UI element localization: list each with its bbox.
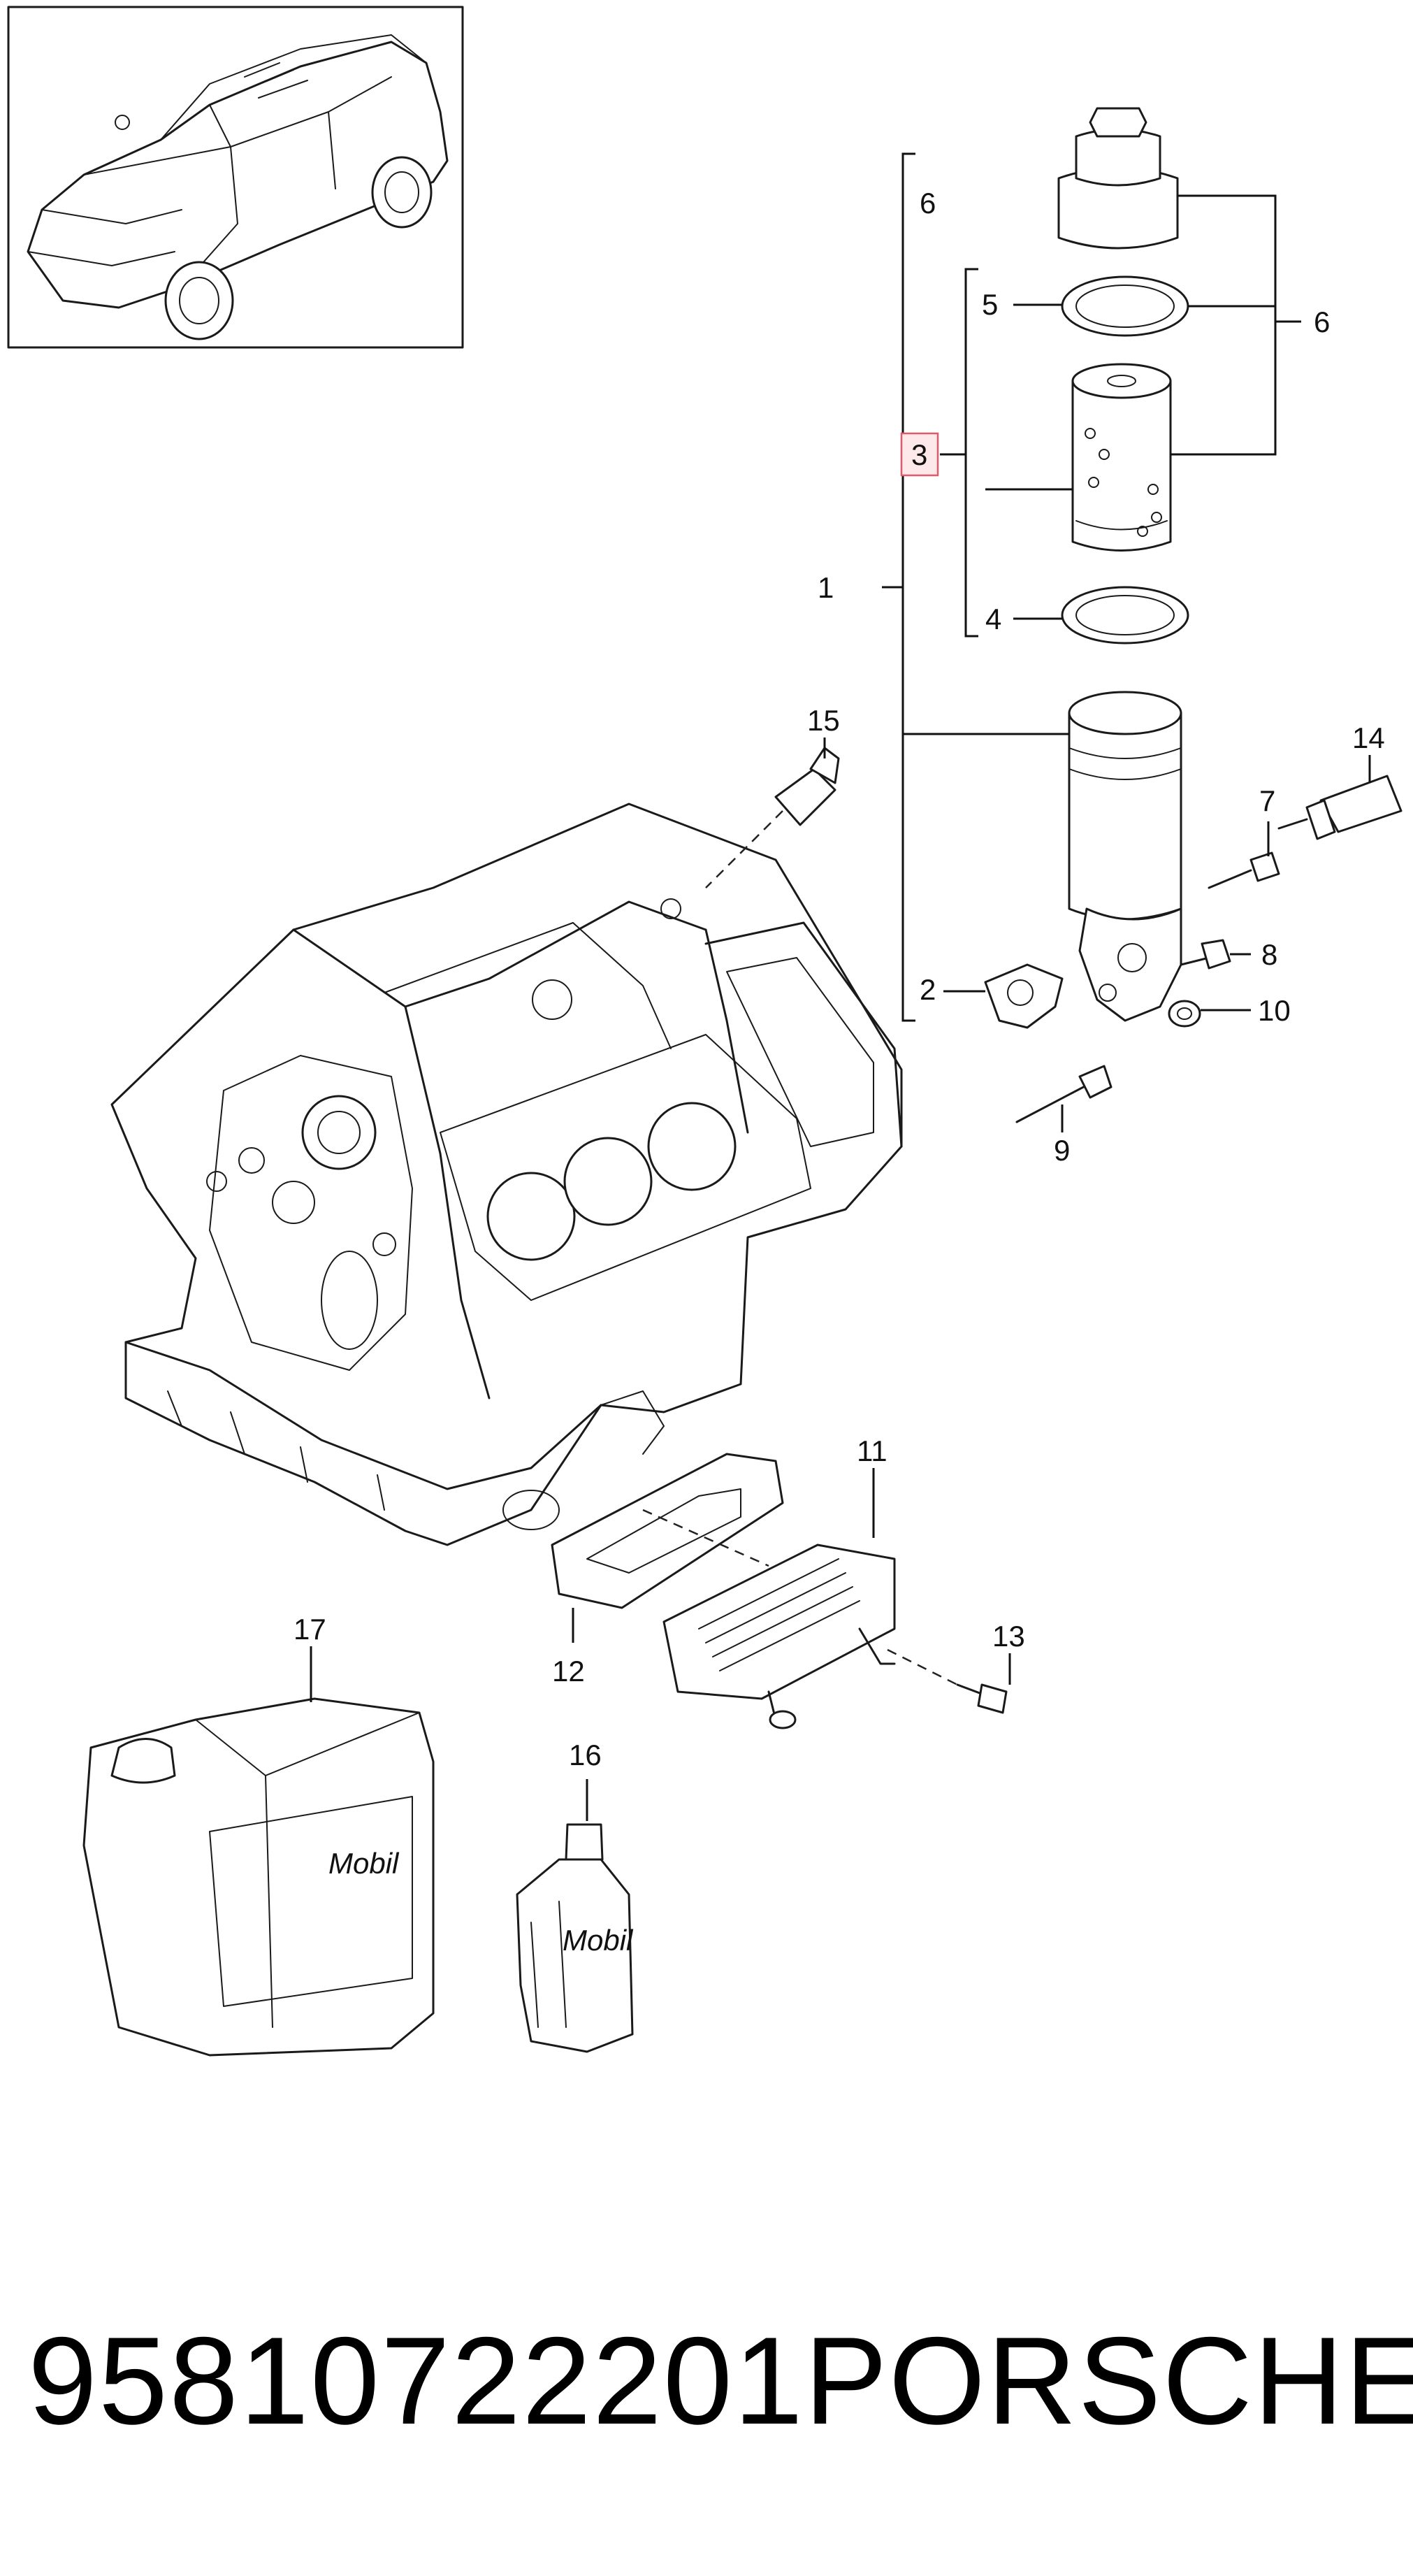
plug-10 <box>1168 1000 1201 1028</box>
engine-block <box>110 803 903 1546</box>
dash-line-sensor-15 <box>705 810 783 888</box>
cooler-gasket-12 <box>551 1453 784 1609</box>
bracket-3 <box>964 268 978 638</box>
callout-17[interactable]: 17 <box>294 1613 326 1646</box>
bottle-brand-text: Mobil <box>563 1924 634 1957</box>
callout-13[interactable]: 13 <box>992 1620 1025 1653</box>
stud-9 <box>1015 1065 1113 1123</box>
dash-line-cooler <box>642 1509 769 1567</box>
jug-brand-text: Mobil <box>328 1847 400 1880</box>
callout-12[interactable]: 12 <box>552 1655 585 1688</box>
brand-name: PORSCHE <box>804 2310 1413 2450</box>
callout-2[interactable]: 2 <box>920 973 936 1006</box>
callout-8[interactable]: 8 <box>1261 938 1277 971</box>
callout-11[interactable]: 11 <box>857 1434 887 1467</box>
bolt-7 <box>1208 851 1280 889</box>
label-3-highlight <box>900 432 939 477</box>
bolt-8 <box>1180 939 1231 970</box>
seal-ring-4 <box>1061 586 1189 645</box>
bracket-1 <box>901 152 915 1022</box>
filter-housing <box>1068 691 1182 1022</box>
callout-3[interactable]: 3 <box>911 438 927 471</box>
oil-jug-17 <box>82 1697 435 2057</box>
bolt-13 <box>956 1683 1008 1714</box>
sensor-14 <box>1277 775 1403 840</box>
callout-7[interactable]: 7 <box>1259 784 1275 817</box>
callout-6-left[interactable]: 6 <box>920 187 936 220</box>
switch-15 <box>774 747 840 826</box>
callout-5[interactable]: 5 <box>982 288 998 321</box>
gasket-2 <box>984 963 1064 1029</box>
seal-ring-5 <box>1061 275 1189 337</box>
dash-line-bolt-13 <box>887 1648 958 1686</box>
vehicle-thumbnail <box>7 6 464 349</box>
callout-6-right[interactable]: 6 <box>1314 305 1330 338</box>
callout-16[interactable]: 16 <box>569 1739 602 1771</box>
callout-1[interactable]: 1 <box>818 571 834 604</box>
oil-cooler-11 <box>662 1544 896 1729</box>
callout-14[interactable]: 14 <box>1352 721 1385 754</box>
callout-15[interactable]: 15 <box>807 704 840 737</box>
filter-cap <box>1057 107 1179 250</box>
oil-bottle-16 <box>516 1823 634 2053</box>
part-number: 95810722201 <box>28 2310 804 2450</box>
callout-10[interactable]: 10 <box>1258 994 1291 1027</box>
footer-bar: 95810722201 PORSCHE <box>28 2310 1413 2450</box>
callout-9[interactable]: 9 <box>1054 1134 1070 1167</box>
callout-4[interactable]: 4 <box>985 603 1001 635</box>
filter-element <box>1071 363 1172 552</box>
bracket-6 <box>1171 194 1277 456</box>
